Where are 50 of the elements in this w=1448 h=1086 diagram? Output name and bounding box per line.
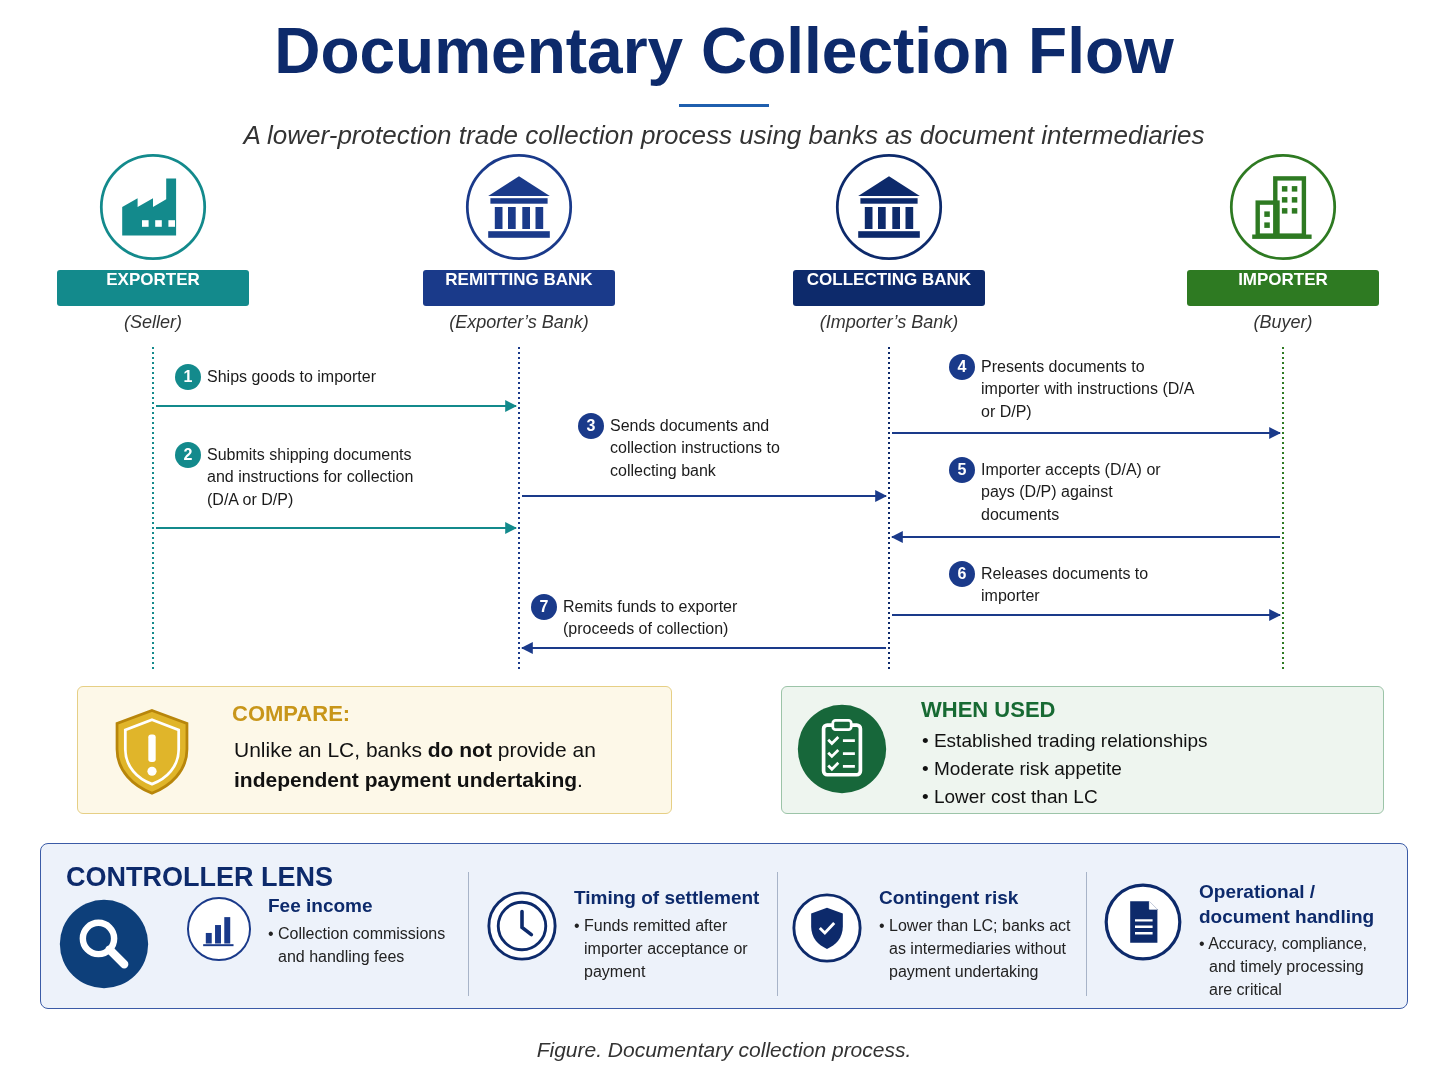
bullet-item: • Lower cost than LC [922,785,1099,809]
step-number: 7 [531,594,557,620]
edge-label: Sends documents and collection instructions to collecting bank [610,416,781,481]
edge-label: Importer accepts (D/A) or pays (D/P) against documents [981,460,1162,525]
step-number: 3 [578,413,604,439]
arrow [892,609,1282,621]
item-heading: Fee income [268,894,374,918]
caption: Figure. Documentary collection process. [535,1038,913,1062]
arrow [522,490,888,502]
arrow [892,427,1282,439]
edge-label: Presents documents to importer with instructions (D/A or D/P) [981,357,1196,422]
party-label: IMPORTER [1187,270,1379,306]
title: Documentary Collection Flow [273,14,1175,88]
party-label: COLLECTING BANK [793,270,985,306]
bullet-item: • Moderate risk appetite [922,757,1123,781]
step-number: 4 [949,354,975,380]
step-number: 5 [949,457,975,483]
info-card [781,686,1384,814]
arrow [156,400,518,412]
card-heading: WHEN USED [921,697,1056,723]
party-role: (Exporter’s Bank) [448,312,590,333]
party-role: (Importer’s Bank) [818,312,960,333]
item-heading: Operational / document handling [1199,880,1376,929]
bullet-item: • Collection commissions and handling fees [268,924,447,968]
step-number: 2 [175,442,201,468]
panel-heading: CONTROLLER LENS [66,862,333,893]
edge-label: Remits funds to exporter (proceeds of collection) [563,597,739,640]
card-heading: COMPARE: [232,701,351,727]
party-label: REMITTING BANK [423,270,615,306]
item-heading: Contingent risk [879,886,1020,910]
item-heading: Timing of settlement [574,886,761,910]
bullet-item: • Funds remitted after importer acceptance or payment [574,916,749,983]
bullet-item: • Lower than LC; banks act as intermediaries without payment undertaking [879,916,1072,983]
edge-label: Ships goods to importer [207,367,377,387]
step-number: 1 [175,364,201,390]
arrow [520,642,886,654]
bullet-item: • Established trading relationships [922,729,1209,753]
bullet-item: • Accuracy, compliance, and timely processing are critical [1199,934,1369,1001]
party-label: EXPORTER [57,270,249,306]
arrow [156,522,518,534]
lens-panel [40,843,1408,1009]
subtitle: A lower-protection trade collection process using banks as document intermediaries [241,120,1206,151]
edge-label: Releases documents to importer [981,564,1150,607]
note-card [77,686,672,814]
card-text: Unlike an LC, banks do not provide an independent payment undertaking. [234,737,597,794]
party-role: (Seller) [123,312,183,333]
party-role: (Buyer) [1252,312,1314,333]
step-number: 6 [949,561,975,587]
edge-label: Submits shipping documents and instructions for collection (D/A or D/P) [207,445,415,510]
arrow [890,531,1280,543]
